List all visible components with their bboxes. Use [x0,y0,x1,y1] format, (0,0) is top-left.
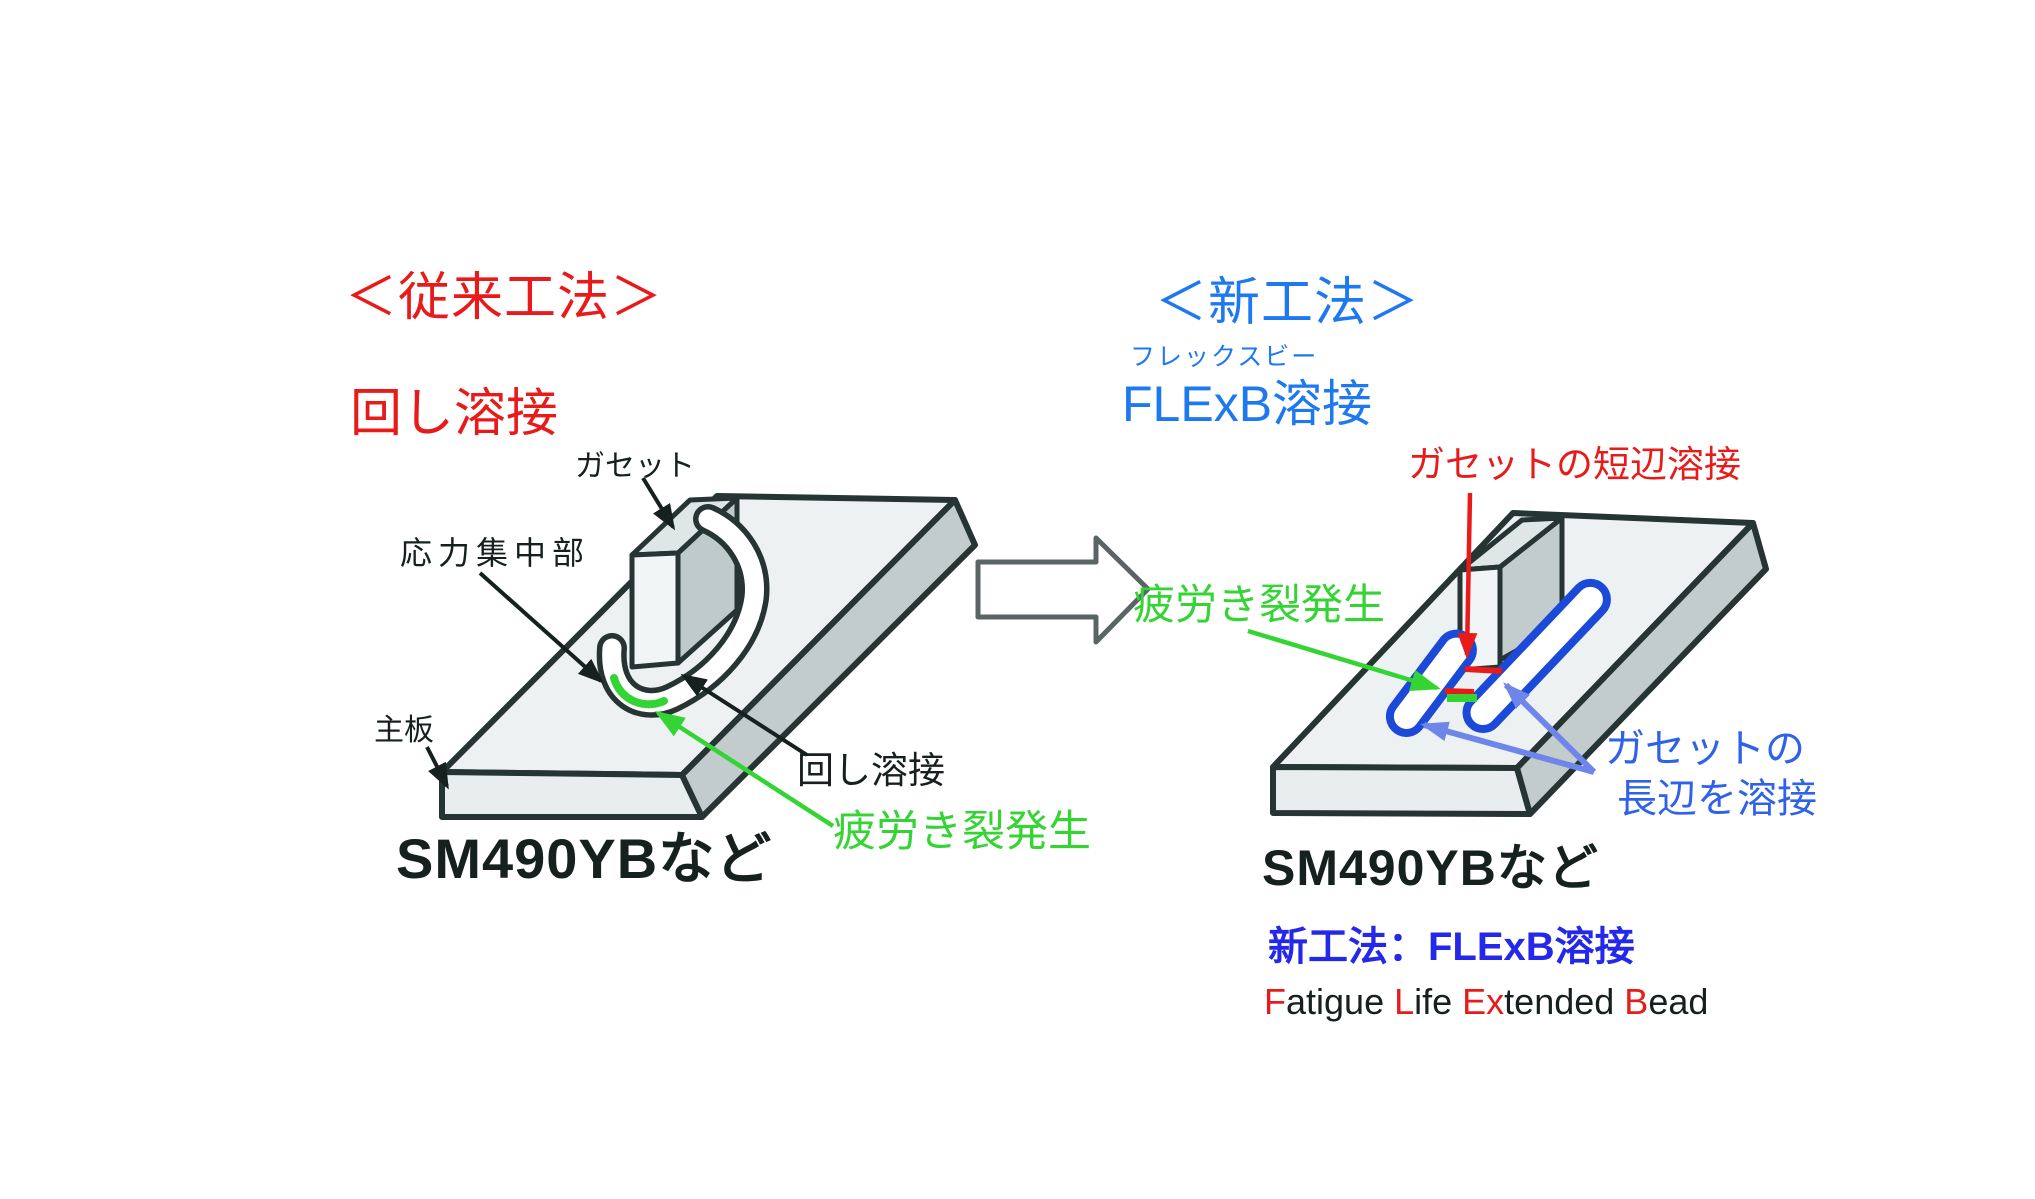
new-method-caption: 新工法：FLExB溶接 [1268,925,1635,969]
acronym-segment: B [1624,981,1649,1022]
short-side-weld-mark-upper [1464,666,1503,674]
short-side-weld-label: ガセットの短辺溶接 [1408,444,1741,485]
left-title: ＜従来工法＞ [345,269,664,327]
material-label-left: SM490YBなど [396,827,773,890]
left-diagram [425,476,978,828]
fatigue-callout-arrow-left [654,710,835,828]
gusset-label: ガセット [575,450,695,483]
acronym-segment: tended [1504,981,1625,1022]
right-diagram [1247,492,1769,817]
main-plate-callout-arrow [425,746,449,790]
right-title: ＜新工法＞ [1155,274,1421,332]
left-method-name: 回し溶接 [350,385,559,443]
acronym-segment: ead [1648,981,1709,1022]
left-plate-side-face [679,497,978,820]
stress-callout-arrow [478,571,604,684]
long-side-callout-arrow-2 [1503,682,1597,775]
flexb-acronym-caption: Fatigue Life Extended Bead [1264,984,1708,1020]
right-method-name: FLExB溶接 [1122,376,1373,432]
fatigue-crack-arc [610,674,668,709]
long-side-callout-arrow-1 [1420,721,1595,775]
transition-block-arrow [975,535,1151,645]
right-plate-front-face [1270,764,1533,817]
acronym-segment: atigue [1286,981,1395,1022]
left-plate-front-face [439,769,705,820]
flexb-furigana: フレックスビー [1130,343,1319,371]
short-side-weld-callout-arrow [1457,492,1478,659]
stress-concentration-label: 応力集中部 [400,535,591,571]
fatigue-callout-arrow-right [1247,628,1441,692]
long-side-weld-label-line2: 長辺を溶接 [1617,777,1817,821]
acronym-segment: ife [1414,981,1463,1022]
long-side-weld-right [1462,578,1611,734]
left-gusset-front-face [629,550,681,670]
short-side-weld-mark-lower [1444,688,1475,695]
wrap-weld-callout-arrow [680,673,809,757]
wrap-weld-label: 回し溶接 [797,750,945,791]
right-plate-side-face [1514,520,1769,817]
gusset-callout-arrow [641,476,676,531]
acronym-segment: Ex [1462,981,1505,1022]
material-label-right: SM490YBなど [1262,840,1599,896]
fatigue-crack-label-right: 疲労き裂発生 [1133,581,1386,628]
long-side-weld-label-line1: ガセットの [1605,727,1805,771]
acronym-segment: F [1264,981,1286,1022]
main-plate-label: 主板 [374,714,434,747]
fatigue-crack-label-left: 疲労き裂発生 [833,808,1091,856]
acronym-segment: L [1394,981,1415,1022]
